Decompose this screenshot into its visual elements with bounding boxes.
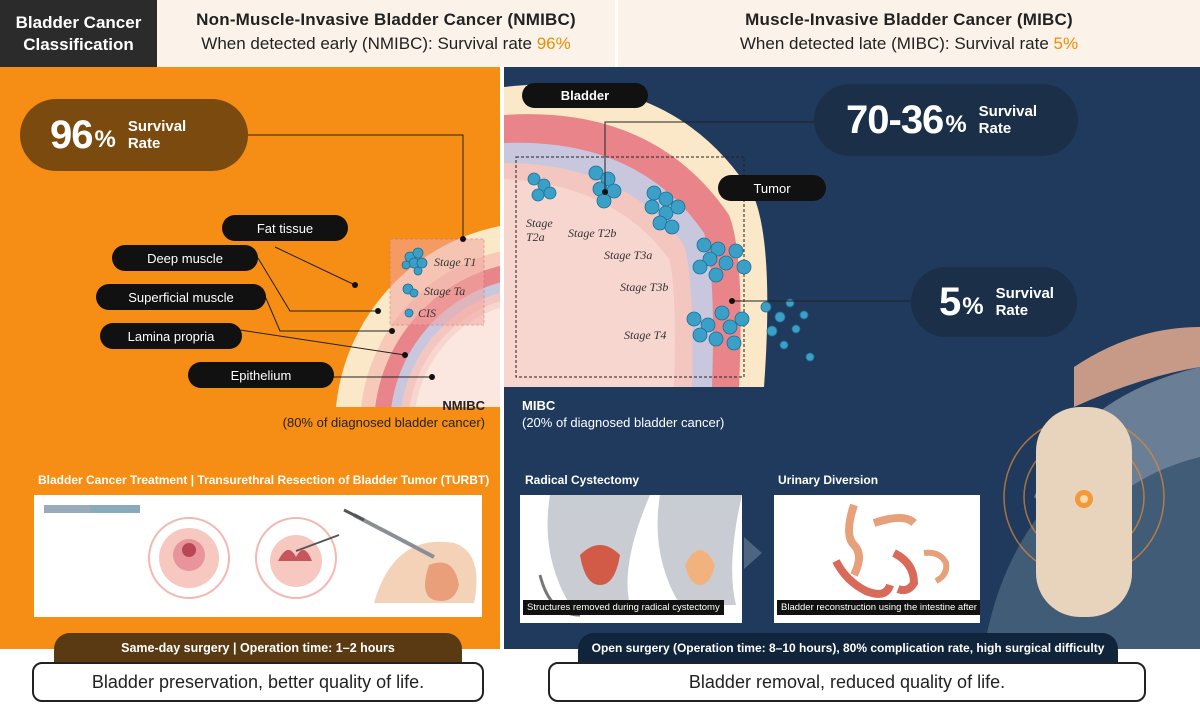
mibc-panel: Stage T2a Stage T2b Stage T3a Stage T3b … — [504, 67, 1200, 649]
layer-label-fat-tissue-text: Fat tissue — [256, 220, 314, 236]
nmibc-procedure-banner: Same-day surgery | Operation time: 1–2 h… — [54, 633, 462, 663]
panel-divider — [500, 67, 504, 649]
layer-label-fat-tissue: Fat tissue — [222, 215, 348, 241]
stoma-bag — [1036, 407, 1132, 617]
nmibc-subtitle: When detected early (NMIBC): Survival ra… — [157, 34, 615, 54]
stage-t2a-sub: T2a — [526, 230, 545, 244]
mibc-survival-upper-label-2: Rate — [978, 120, 1012, 137]
diversion-intestine-figure — [832, 503, 950, 598]
turbt-section-title: Bladder Cancer Treatment | Transurethral… — [38, 473, 490, 487]
classification-heading: Bladder Cancer Classification — [0, 0, 157, 67]
radical-cystectomy-title: Radical Cystectomy — [525, 473, 640, 487]
nmibc-survival-value: 96% — [536, 34, 571, 53]
center-logo-mark — [90, 505, 140, 513]
mibc-survival-upper-number: 70-36 — [846, 97, 944, 142]
nmibc-result: Bladder preservation, better quality of … — [32, 662, 484, 702]
mibc-survival-upper-label-1: Survival — [978, 103, 1038, 120]
radical-cystectomy-image: Structures removed during radical cystec… — [520, 495, 742, 623]
mibc-caption: MIBC (20% of diagnosed bladder cancer) — [522, 397, 724, 431]
urinary-diversion-image: Bladder reconstruction using the intesti… — [774, 495, 980, 623]
nmibc-survival-number: 96 — [50, 112, 93, 157]
bladder-label-text: Bladder — [560, 88, 610, 103]
mibc-procedure-banner: Open surgery (Operation time: 8–10 hours… — [578, 633, 1118, 663]
nmibc-caption-text: (80% of diagnosed bladder cancer) — [282, 415, 485, 430]
nmibc-caption: NMIBC (80% of diagnosed bladder cancer) — [283, 397, 485, 431]
tumor-label: Tumor — [718, 175, 826, 201]
nmibc-caption-title: NMIBC — [442, 398, 485, 413]
mibc-title: Muscle-Invasive Bladder Cancer (MIBC) — [745, 10, 1073, 29]
cis-label: CIS — [418, 306, 436, 320]
layer-label-superficial-muscle-text: Superficial muscle — [128, 289, 234, 305]
mibc-survival-lower-unit: % — [962, 293, 984, 320]
layer-label-deep-muscle-text: Deep muscle — [147, 250, 223, 266]
nmibc-title: Non-Muscle-Invasive Bladder Cancer (NMIB… — [196, 10, 576, 29]
stage-t3a-label: Stage T3a — [604, 248, 652, 262]
layer-label-lamina-propria: Lamina propria — [100, 323, 242, 349]
mibc-survival-lower-label-1: Survival — [995, 285, 1054, 302]
urinary-diversion-caption: Bladder reconstruction using the intesti… — [777, 600, 980, 615]
mibc-procedure-text: Open surgery (Operation time: 8–10 hours… — [591, 641, 1105, 655]
nmibc-subtitle-text: When detected early (NMIBC): Survival ra… — [201, 34, 537, 53]
nmibc-header: Non-Muscle-Invasive Bladder Cancer (NMIB… — [157, 0, 615, 67]
radical-cystectomy-caption: Structures removed during radical cystec… — [523, 600, 724, 615]
mibc-survival-upper-unit: % — [945, 111, 967, 138]
layer-label-lamina-propria-text: Lamina propria — [127, 328, 215, 344]
layer-label-epithelium: Epithelium — [188, 362, 334, 388]
mibc-tumor-cells — [527, 165, 815, 362]
mibc-caption-text: (20% of diagnosed bladder cancer) — [522, 415, 725, 430]
layer-label-deep-muscle: Deep muscle — [112, 245, 258, 271]
bladder-label: Bladder — [522, 83, 648, 108]
mibc-subtitle: When detected late (MIBC): Survival rate… — [618, 34, 1200, 54]
tumor-label-text: Tumor — [753, 180, 791, 196]
stage-t1-label: Stage T1 — [434, 255, 476, 269]
mibc-subtitle-text: When detected late (MIBC): Survival rate — [739, 34, 1054, 53]
stage-ta-label: Stage Ta — [424, 284, 465, 298]
mibc-caption-title: MIBC — [522, 398, 556, 413]
nmibc-survival-unit: % — [94, 126, 116, 153]
stage-t4-label: Stage T4 — [624, 328, 666, 342]
mibc-survival-lower-label-2: Rate — [995, 302, 1029, 319]
stage-t3b-label: Stage T3b — [620, 280, 668, 294]
nmibc-result-text: Bladder preservation, better quality of … — [91, 671, 425, 692]
mibc-bladder-wall-diagram: Stage T2a Stage T2b Stage T3a Stage T3b … — [504, 84, 911, 387]
nmibc-survival-label-2: Rate — [127, 135, 161, 152]
stage-t2b-label: Stage T2b — [568, 226, 616, 240]
classification-heading-text: Bladder Cancer Classification — [15, 12, 142, 54]
mibc-result-text: Bladder removal, reduced quality of life… — [688, 671, 1006, 692]
patient-stoma-figure — [984, 327, 1200, 649]
nmibc-procedure-text: Same-day surgery | Operation time: 1–2 h… — [121, 641, 395, 655]
urinary-diversion-title: Urinary Diversion — [778, 473, 879, 487]
stage-t2a-label: Stage — [526, 216, 553, 230]
mibc-survival-value: 5% — [1053, 34, 1079, 53]
nmibc-bladder-wall-diagram: Stage T1 Stage Ta CIS — [239, 134, 500, 407]
hospital-logo-mark — [44, 505, 104, 513]
layer-label-superficial-muscle: Superficial muscle — [96, 284, 266, 310]
mibc-result: Bladder removal, reduced quality of life… — [548, 662, 1146, 702]
turbt-procedure-figure — [44, 505, 477, 603]
mibc-header: Muscle-Invasive Bladder Cancer (MIBC) Wh… — [618, 0, 1200, 67]
mibc-survival-lower-number: 5 — [939, 279, 961, 324]
turbt-illustration — [34, 495, 482, 617]
nmibc-survival-label-1: Survival — [127, 118, 187, 135]
next-step-arrow — [744, 537, 762, 569]
nmibc-tumor-cells — [401, 247, 428, 318]
cystectomy-anatomy-figure — [538, 495, 742, 617]
layer-label-epithelium-text: Epithelium — [230, 367, 292, 383]
